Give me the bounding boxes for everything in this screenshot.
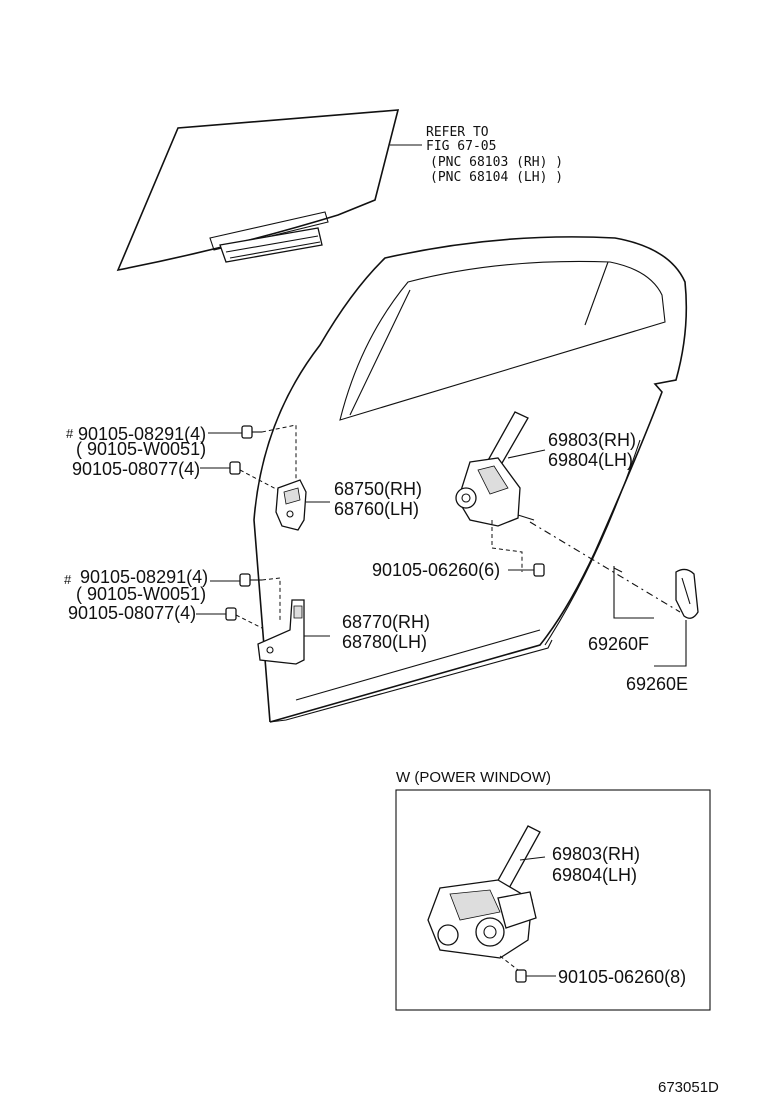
glass-callout-line1: REFER TO bbox=[426, 125, 489, 140]
lower-hinge-bolt-a-mark: # bbox=[64, 572, 72, 587]
handle-e-label: 69260E bbox=[626, 674, 688, 694]
upper-hinge-bolt-a-icon bbox=[208, 425, 262, 439]
upper-hinge-bolt-a-alt-label: ( 90105-W0051) bbox=[76, 439, 206, 459]
window-handle-icon bbox=[675, 568, 699, 619]
upper-hinge-bolt-a-mark: # bbox=[66, 426, 74, 441]
glass-callout-line2: FIG 67-05 bbox=[426, 139, 496, 154]
upper-hinge-lh-label: 68760(LH) bbox=[334, 499, 419, 519]
upper-hinge-bolt-b-icon bbox=[200, 461, 241, 475]
lower-hinge-bolt-a-label: 90105-08291(4) bbox=[80, 567, 208, 587]
lower-hinge-bolt-a-icon bbox=[210, 573, 262, 587]
power-window-rh-label: 69803(RH) bbox=[552, 844, 640, 864]
upper-hinge-bolt-b-label: 90105-08077(4) bbox=[72, 459, 200, 479]
power-window-lh-label: 69804(LH) bbox=[552, 865, 637, 885]
regulator-rh-label: 69803(RH) bbox=[548, 430, 636, 450]
power-window-regulator-icon bbox=[427, 825, 546, 959]
lower-hinge-bolt-b-icon bbox=[196, 607, 237, 621]
regulator-bolt-icon bbox=[508, 563, 545, 577]
door-glass bbox=[116, 109, 400, 272]
power-window-bolt-icon bbox=[499, 955, 556, 983]
lower-hinge-lh-label: 68780(LH) bbox=[342, 632, 427, 652]
window-regulator-icon bbox=[455, 411, 546, 527]
regulator-lh-label: 69804(LH) bbox=[548, 450, 633, 470]
handle-f-label: 69260F bbox=[588, 634, 649, 654]
power-window-title: W (POWER WINDOW) bbox=[396, 769, 551, 786]
glass-callout-line4: (PNC 68104 (LH) ) bbox=[430, 170, 563, 185]
upper-hinge-rh-label: 68750(RH) bbox=[334, 479, 422, 499]
upper-hinge-bolt-a-label: 90105-08291(4) bbox=[78, 424, 206, 444]
lower-hinge-bolt-b-label: 90105-08077(4) bbox=[68, 603, 196, 623]
figure-code: 673051D bbox=[658, 1079, 719, 1096]
lower-hinge-bolt-a-alt-label: ( 90105-W0051) bbox=[76, 584, 206, 604]
lower-hinge-rh-label: 68770(RH) bbox=[342, 612, 430, 632]
glass-callout-line3: (PNC 68103 (RH) ) bbox=[430, 155, 563, 170]
lower-hinge-icon bbox=[257, 599, 330, 665]
regulator-bolt-label: 90105-06260(6) bbox=[372, 560, 500, 580]
power-window-bolt-label: 90105-06260(8) bbox=[558, 967, 686, 987]
power-window-frame bbox=[395, 789, 711, 1011]
door-frame bbox=[253, 236, 688, 723]
upper-hinge-icon bbox=[275, 479, 330, 531]
glass-callout: REFER TO FIG 67-05 (PNC 68103 (RH) ) (PN… bbox=[390, 125, 563, 185]
